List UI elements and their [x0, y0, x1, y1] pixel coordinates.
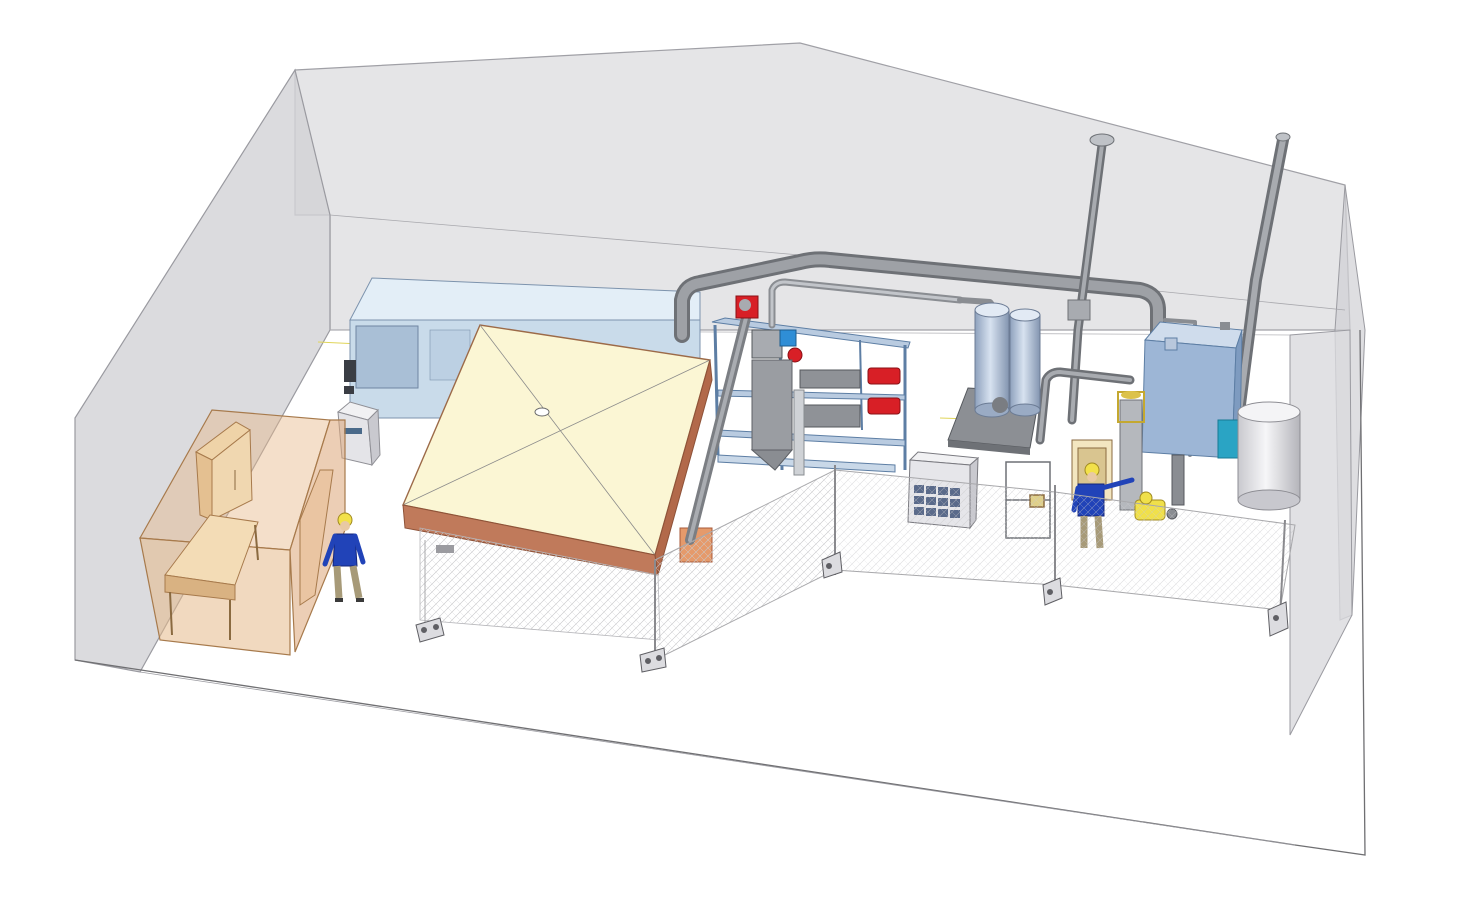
floor-outline	[74, 329, 1366, 856]
electrical-cabinet	[336, 401, 381, 467]
fence-panel-1	[654, 469, 836, 661]
stack-cap-left	[1089, 133, 1115, 147]
fence-feet	[415, 551, 1289, 673]
fence-foot	[1267, 601, 1289, 637]
fence-foot	[415, 617, 445, 643]
equipment-rack	[711, 317, 911, 476]
worker-left	[322, 512, 366, 602]
fence-foot	[639, 647, 667, 673]
exhaust-hood-canopy	[402, 324, 713, 641]
white-storage-cylinder	[1237, 401, 1301, 511]
safety-fence	[424, 465, 1296, 665]
fence-foot	[1042, 577, 1063, 606]
fence-foot	[821, 551, 843, 579]
office-cabin	[139, 409, 346, 656]
inclined-conveyor	[685, 295, 759, 545]
fence-panel-2	[834, 469, 1056, 586]
overhead-ducting	[674, 134, 1289, 457]
blue-process-unit	[1141, 321, 1247, 459]
twin-storage-tanks	[947, 302, 1041, 455]
stack-cap-right	[1275, 132, 1291, 142]
right-front-wall	[1289, 329, 1353, 736]
